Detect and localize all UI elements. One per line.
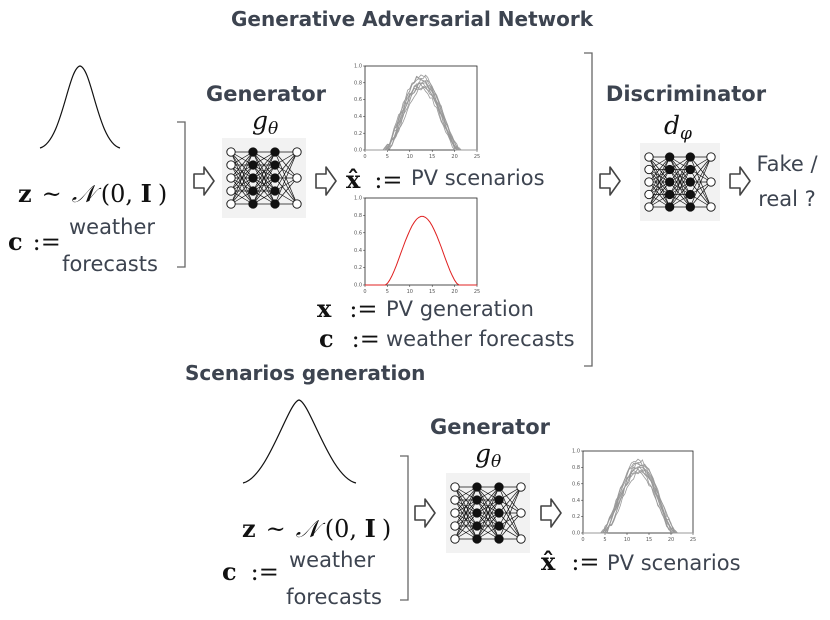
x-tick-label: 25 bbox=[474, 154, 480, 160]
bottom-scenario-label: PV scenarios bbox=[607, 551, 741, 575]
y-tick-label: 0.2 bbox=[354, 131, 362, 137]
generator-network-icon bbox=[222, 138, 306, 218]
y-tick-label: 0.6 bbox=[354, 230, 362, 236]
y-tick-label: 0.6 bbox=[354, 97, 362, 103]
y-tick-label: 1.0 bbox=[354, 64, 362, 70]
gan-title: Generative Adversarial Network bbox=[231, 7, 594, 31]
x-tick-label: 0 bbox=[581, 537, 584, 543]
forecast-expression: c := bbox=[319, 324, 380, 353]
y-tick-label: 1.0 bbox=[572, 449, 580, 455]
x-tick-label: 10 bbox=[407, 154, 413, 160]
arrow-to-generator bbox=[193, 166, 215, 196]
bottom-condition-weather-label: weather bbox=[289, 548, 375, 572]
arrow-to-scenarios bbox=[315, 166, 337, 196]
y-tick-label: 0.8 bbox=[354, 80, 362, 86]
bottom-arrow-to-scenarios bbox=[540, 498, 562, 528]
x-tick-label: 25 bbox=[690, 537, 696, 543]
x-tick-label: 10 bbox=[407, 289, 413, 295]
bottom-generator-network-icon bbox=[446, 473, 530, 553]
forecast-label: weather forecasts bbox=[386, 327, 575, 351]
bottom-arrow-to-generator bbox=[414, 498, 436, 528]
x-tick-label: 0 bbox=[363, 154, 366, 160]
generation-label: PV generation bbox=[386, 297, 534, 321]
scenario-line bbox=[365, 74, 477, 151]
bottom-noise-expression: z ~ 𝒩 (0, I ) bbox=[242, 514, 391, 543]
noise-expression: z ~ 𝒩 (0, I ) bbox=[18, 179, 167, 208]
condition-weather-label: weather bbox=[69, 215, 155, 239]
generation-plot: 0 5 10 15 20 25 0.0 0.2 0.4 0.6 0.8 1.0 bbox=[354, 196, 480, 295]
bottom-input-bracket bbox=[400, 455, 409, 601]
discriminator-symbol: dφ bbox=[664, 111, 692, 144]
y-tick-label: 0.8 bbox=[354, 213, 362, 219]
x-tick-label: 0 bbox=[363, 289, 366, 295]
x-tick-label: 25 bbox=[474, 289, 480, 295]
y-tick-label: 0.4 bbox=[354, 248, 362, 254]
arrow-to-discriminator bbox=[599, 166, 621, 196]
scenarios-generation-title: Scenarios generation bbox=[185, 361, 425, 385]
bottom-noise-distribution-curve bbox=[242, 399, 357, 484]
generation-expression: x := bbox=[317, 294, 378, 323]
y-tick-label: 0.6 bbox=[572, 481, 580, 487]
noise-distribution-curve bbox=[39, 65, 121, 149]
scenario-label: PV scenarios bbox=[411, 166, 545, 190]
output-real-label: real ? bbox=[758, 187, 816, 211]
discriminator-input-bracket bbox=[584, 52, 593, 367]
x-tick-label: 5 bbox=[603, 537, 606, 543]
y-tick-label: 0.0 bbox=[572, 531, 580, 537]
y-tick-label: 0.0 bbox=[354, 148, 362, 154]
scenario-plot: 0 5 10 15 20 25 0.0 0.2 0.4 0.6 0.8 1.0 bbox=[354, 64, 480, 160]
x-tick-label: 20 bbox=[451, 154, 457, 160]
scenario-line bbox=[583, 458, 693, 534]
x-tick-label: 5 bbox=[386, 154, 389, 160]
y-tick-label: 1.0 bbox=[354, 196, 362, 202]
scenario-expression: x̂ := bbox=[346, 165, 403, 194]
bottom-condition-forecasts-label: forecasts bbox=[286, 585, 382, 609]
bottom-scenario-plot: 0 5 10 15 20 25 0.0 0.2 0.4 0.6 0.8 1.0 bbox=[572, 449, 696, 543]
discriminator-title: Discriminator bbox=[606, 82, 767, 106]
y-tick-label: 0.8 bbox=[572, 465, 580, 471]
x-tick-label: 15 bbox=[429, 154, 435, 160]
x-tick-label: 10 bbox=[624, 537, 630, 543]
y-tick-label: 0.4 bbox=[572, 498, 580, 504]
input-bracket bbox=[177, 121, 186, 268]
arrow-to-output bbox=[729, 166, 751, 196]
y-tick-label: 0.4 bbox=[354, 114, 362, 120]
discriminator-network-icon bbox=[640, 143, 720, 221]
x-tick-label: 5 bbox=[386, 289, 389, 295]
condition-expression: c := bbox=[8, 227, 61, 256]
bottom-scenario-expression: x̂ := bbox=[541, 547, 600, 576]
x-tick-label: 15 bbox=[429, 289, 435, 295]
generator-title: Generator bbox=[206, 82, 327, 106]
generator-symbol: gθ bbox=[252, 106, 278, 139]
x-tick-label: 15 bbox=[646, 537, 652, 543]
x-tick-label: 20 bbox=[451, 289, 457, 295]
x-tick-label: 20 bbox=[668, 537, 674, 543]
y-tick-label: 0.2 bbox=[572, 514, 580, 520]
y-tick-label: 0.2 bbox=[354, 265, 362, 271]
condition-forecasts-label: forecasts bbox=[62, 252, 158, 276]
output-fake-label: Fake / bbox=[756, 152, 818, 176]
y-tick-label: 0.0 bbox=[354, 283, 362, 289]
bottom-condition-expression: c := bbox=[222, 557, 279, 586]
bottom-generator-title: Generator bbox=[430, 415, 551, 439]
bottom-generator-symbol: gθ bbox=[475, 439, 501, 472]
generation-line bbox=[365, 215, 477, 286]
